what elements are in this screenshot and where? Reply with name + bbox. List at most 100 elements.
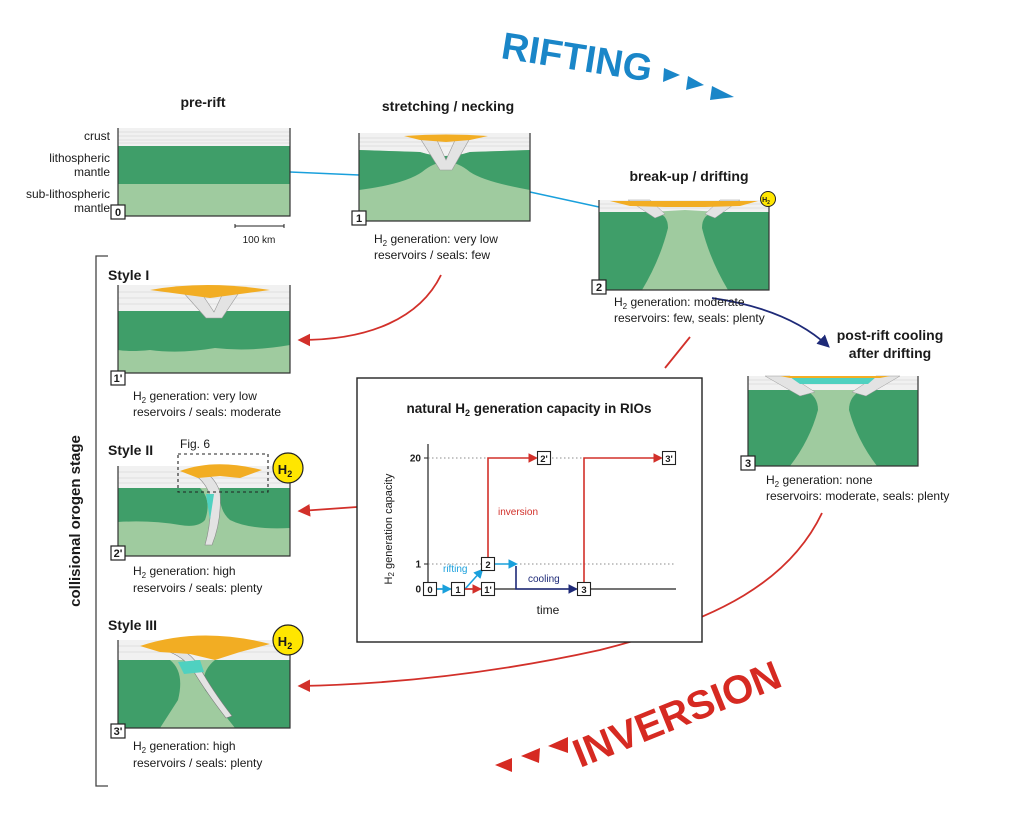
stage-bracket — [95, 255, 108, 787]
svg-text:0: 0 — [115, 207, 121, 219]
stage-badge — [110, 370, 126, 386]
panel-title: stretching / necking — [382, 98, 514, 114]
chart-stage-badge — [422, 581, 438, 597]
panel-break-up-drifting: break-up / drifting H2 2 H2 generation: … — [591, 168, 776, 325]
scale-bar — [234, 224, 285, 228]
scale-label: 100 km — [243, 235, 276, 246]
panel-style-1: Style I 1' H2 generation: very low reser… — [108, 267, 291, 419]
svg-text:1': 1' — [114, 373, 123, 385]
chart-stage-label: 3 — [581, 585, 586, 596]
reservoirs-text: reservoirs / seals: moderate — [133, 405, 281, 419]
svg-text:H2: H2 — [762, 197, 770, 206]
h2-generation-text: H2 generation: high — [133, 739, 236, 755]
reservoirs-text: reservoirs: few, seals: plenty — [614, 311, 765, 325]
stage-badge — [110, 723, 126, 739]
fig6-label: Fig. 6 — [180, 437, 210, 451]
rifting-connector-0-1 — [289, 171, 360, 176]
chart-stage-label: 2 — [485, 560, 490, 571]
lith-mantle-label-1: lithospheric — [49, 151, 110, 165]
reservoirs-text: reservoirs / seals: few — [374, 248, 490, 262]
inversion-arrow-icon — [521, 748, 540, 763]
stage-badge — [351, 210, 367, 226]
h2-generation-text: H2 generation: very low — [133, 389, 257, 405]
chart-stage-label: 2' — [540, 454, 548, 465]
rifting-arrow-icon — [710, 86, 734, 100]
lith-mantle-label-2: mantle — [74, 165, 110, 179]
h2-icon — [760, 191, 776, 207]
panel-style-2: Style II Fig. 6 H2 2' H2 generation: hig… — [108, 437, 304, 595]
chart-stage-label: 1 — [455, 585, 461, 596]
stage-badge — [110, 545, 126, 561]
panel-pre-rift: pre-rift crust lithospheric mantle sub-l… — [26, 94, 291, 246]
series-rifting-segment — [464, 568, 484, 590]
chart-stage-badge — [450, 581, 466, 597]
reservoirs-text: reservoirs / seals: plenty — [133, 756, 262, 770]
fig6-frame — [177, 453, 269, 493]
collisional-orogen-label: collisional orogen stage — [67, 435, 84, 607]
crust-label: crust — [84, 129, 111, 143]
chart-stage-label: 1' — [484, 585, 492, 596]
stage-badge — [591, 279, 607, 295]
svg-text:H2: H2 — [278, 634, 292, 651]
h2-icon — [272, 452, 304, 484]
panel-title: Style I — [108, 267, 149, 283]
inversion-connector-1-1p — [297, 274, 442, 347]
series-inversion-segment — [487, 453, 538, 557]
chart-stage-label: 3' — [665, 454, 673, 465]
stage-badge — [740, 455, 756, 471]
reservoirs-text: reservoirs: moderate, seals: plenty — [766, 489, 949, 503]
chart-stage-label: 0 — [427, 585, 432, 596]
chart-y-tick-label: 1 — [415, 560, 421, 571]
chart-y-tick-label: 20 — [410, 454, 422, 465]
panel-title: break-up / drifting — [630, 168, 749, 184]
series-label-rifting: rifting — [443, 564, 467, 575]
series-cooling-segment — [515, 566, 578, 594]
chart-stage-badge — [536, 450, 552, 466]
h2-capacity-chart: natural H2 generation capacity in RIOs H… — [356, 377, 703, 643]
inversion-arrow-icon — [495, 758, 512, 772]
sub-mantle-label-2: mantle — [74, 201, 110, 215]
panel-stretching-necking: stretching / necking 1 H2 generation: ve… — [351, 98, 531, 262]
sub-mantle-label-1: sub-lithospheric — [26, 187, 110, 201]
chart-stage-badge — [661, 450, 677, 466]
rifting-title: RIFTING — [499, 25, 656, 90]
chart-title: natural H2 generation capacity in RIOs — [406, 401, 651, 418]
svg-text:3: 3 — [745, 458, 751, 470]
h2-icon — [272, 624, 304, 656]
inversion-title: INVERSION — [567, 653, 788, 776]
panel-title: Style II — [108, 442, 153, 458]
cooling-connector-2-3 — [711, 297, 830, 348]
series-inversion-segment — [583, 453, 663, 582]
stage-badge — [110, 204, 126, 220]
chart-y-tick-label: 0 — [415, 585, 421, 596]
panel-title: pre-rift — [180, 94, 225, 110]
panel-title-line-2: after drifting — [849, 345, 931, 361]
chart-stage-badge — [480, 556, 496, 572]
panel-style-3: Style III H2 3' H2 generation: high rese… — [108, 617, 304, 770]
inversion-connector-3-3p — [297, 512, 823, 693]
series-label-inversion: inversion — [498, 507, 538, 518]
inversion-connector-box-2p — [297, 504, 358, 517]
chart-frame — [356, 377, 703, 643]
h2-generation-text: H2 generation: moderate — [614, 295, 745, 311]
chart-stage-badge — [576, 581, 592, 597]
h2-generation-text: H2 generation: very low — [374, 232, 498, 248]
svg-text:1: 1 — [356, 213, 362, 225]
reservoirs-text: reservoirs / seals: plenty — [133, 581, 262, 595]
chart-stage-badge — [480, 581, 496, 597]
panel-title: Style III — [108, 617, 157, 633]
chart-xlabel: time — [537, 603, 560, 617]
svg-text:3': 3' — [114, 726, 123, 738]
h2-generation-text: H2 generation: high — [133, 564, 236, 580]
svg-text:H2: H2 — [278, 462, 292, 479]
chart-ylabel: H2 generation capacity — [383, 473, 396, 584]
h2-generation-text: H2 generation: none — [766, 473, 873, 489]
inversion-arrow-icon — [548, 737, 568, 753]
rifting-arrow-icon — [686, 76, 704, 90]
panel-title-line-1: post-rift cooling — [837, 327, 944, 343]
series-label-cooling: cooling — [528, 574, 560, 585]
svg-text:2: 2 — [596, 282, 602, 294]
rifting-connector-1-2 — [529, 191, 600, 208]
